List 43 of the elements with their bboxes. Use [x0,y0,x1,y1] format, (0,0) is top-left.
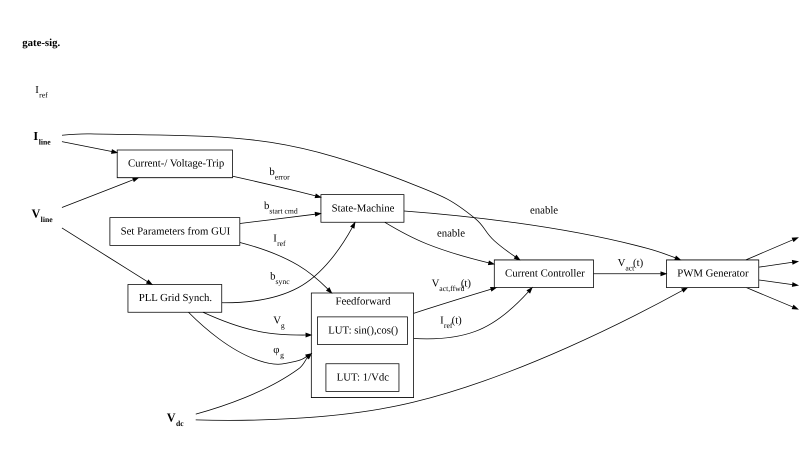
arrow [62,177,140,208]
arrow [221,221,356,304]
node-box: LUT: sin(),cos() [317,316,408,345]
node-text: I$_{line}$ [33,128,51,146]
node-box: PLL Grid Synch. [128,284,222,313]
edge-label: enable [437,228,466,240]
arrow [745,237,799,260]
edge-label: I$_{ref}$ [273,232,286,248]
arrow [240,212,322,224]
label: gate-sig. [22,36,60,49]
arrow [404,210,682,260]
arrow [593,271,668,276]
arrow [62,133,521,260]
arrow [758,280,800,287]
edge-label: φ$_{g}$ [273,344,284,360]
node-box: Set Parameters from GUI [110,217,240,246]
arrow [232,176,322,198]
edge-label: I$_{ref}$(t) [440,314,462,330]
edge-label: b$_{sync}$ [270,270,290,286]
node-box: State-Machine [320,194,404,223]
arrow [413,286,533,340]
arrow [202,312,312,338]
node-text: V$_{line}$ [31,206,53,224]
edge-label: V$_{act,ffwd}$(t) [432,278,471,294]
node-text: V$_{dc}$ [166,410,184,428]
node-box: PWM Generator [666,260,760,288]
node-box: LUT: 1/Vdc [326,363,400,392]
arrow [240,242,332,294]
label: I$_{ref}$ [35,84,48,100]
arrow [758,260,800,268]
node-box: Current Controller [494,260,594,288]
arrow [62,141,118,154]
edge-label: V$_{act}$(t) [618,256,644,272]
arrow [62,228,154,286]
node-box: Current-/ Voltage-Trip [116,150,233,178]
arrow [746,287,799,310]
arrow [195,287,688,421]
edge-label: b$_{error}$ [269,166,290,182]
edge-label: enable [530,204,558,217]
edge-label: V$_{g}$ [273,314,285,330]
arrow [384,222,496,266]
edge-label: b$_{start cmd}$ [264,200,298,216]
arrow [413,286,498,314]
